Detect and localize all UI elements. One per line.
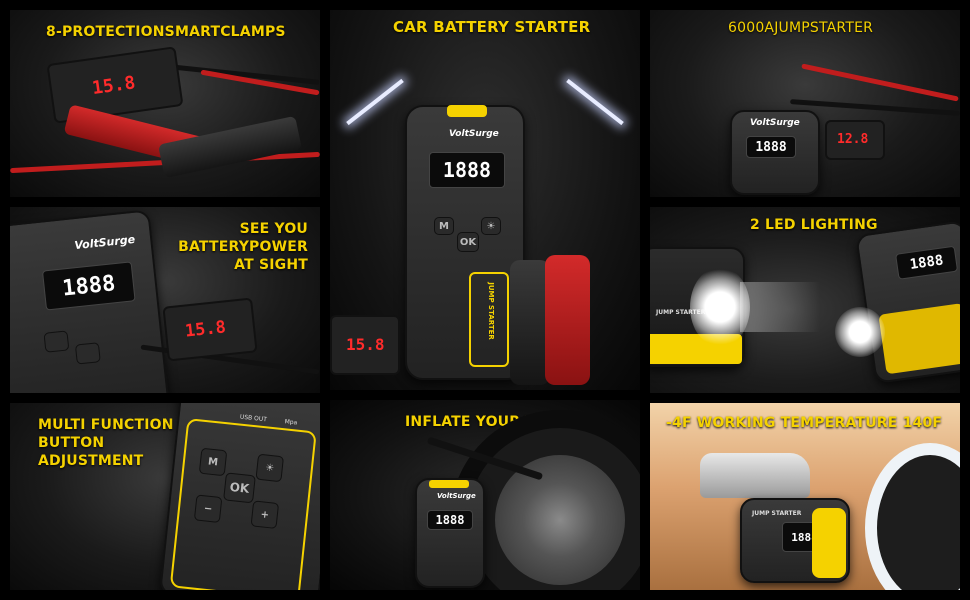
starter-voltmeter-reading: 15.8 <box>346 335 385 354</box>
jump-caption: 6000AJUMPSTARTER <box>728 20 874 36</box>
protection-caption: 8-PROTECTIONSMARTCLAMPS <box>46 24 286 40</box>
led-beam-left <box>740 282 820 332</box>
inflate-tires-panel: INFLATE YOUR TIRES VoltSurge 1888 <box>330 400 640 590</box>
device-button-ok[interactable]: OK <box>457 232 479 252</box>
temperature-device: JUMP STARTER 1888 <box>740 498 850 583</box>
battery-button-1[interactable] <box>43 330 70 353</box>
jump-display: 1888 <box>746 136 796 158</box>
jump-voltmeter: 12.8 <box>825 120 885 160</box>
temperature-yellow-side <box>812 508 846 578</box>
multi-caption-line3: ADJUSTMENT <box>38 453 144 469</box>
battery-caption-line2: BATTERYPOWER <box>178 239 308 255</box>
led-caption: 2 LED LIGHTING <box>750 217 878 233</box>
light-bar-left <box>346 78 404 126</box>
multi-device: USB OUT Mpa M ☀ OK − + <box>158 403 320 590</box>
led-right-display: 1888 <box>895 245 959 280</box>
jump-brand-logo: VoltSurge <box>750 118 800 128</box>
starter-black-clamp <box>510 260 550 385</box>
led-right-yellow <box>878 303 960 375</box>
voltmeter-reading: 15.8 <box>90 72 137 100</box>
inflate-device: VoltSurge 1888 <box>415 478 485 588</box>
battery-display: 1888 <box>41 261 136 311</box>
starter-caption: CAR BATTERY STARTER <box>393 18 591 36</box>
clamp-voltmeter: 15.8 <box>46 46 184 124</box>
device-display: 1888 <box>429 152 505 188</box>
device-button-m[interactable]: M <box>434 217 454 235</box>
jump-voltmeter-reading: 12.8 <box>837 132 869 147</box>
led-lamp-left <box>690 267 750 347</box>
inflate-brand-logo: VoltSurge <box>437 492 476 500</box>
multi-caption-line1: MULTI FUNCTION <box>38 417 174 433</box>
jump-starter-6000a-panel: 6000AJUMPSTARTER VoltSurge 1888 12.8 <box>650 10 960 197</box>
battery-button-2[interactable] <box>74 342 101 365</box>
black-clamp <box>157 115 303 179</box>
brand-logo: VoltSurge <box>449 129 499 139</box>
device-button-light[interactable]: ☀ <box>481 217 501 235</box>
light-bar-right <box>566 78 624 126</box>
battery-brand-logo: VoltSurge <box>73 232 136 253</box>
led-side-label: JUMP STARTER <box>656 309 706 316</box>
device-side-label: JUMP STARTER <box>486 282 495 340</box>
snow-tire <box>865 443 960 590</box>
tire-rim <box>495 455 625 585</box>
inflate-yellow-top <box>429 480 469 488</box>
multi-function-panel: MULTI FUNCTION BUTTON ADJUSTMENT USB OUT… <box>10 403 320 590</box>
jump-red-cable <box>801 63 959 102</box>
multi-yellow-trim <box>169 418 317 590</box>
inflate-display: 1888 <box>427 510 473 530</box>
multi-caption-line2: BUTTON <box>38 435 105 451</box>
protection-clamps-panel: 8-PROTECTIONSMARTCLAMPS 15.8 <box>10 10 320 197</box>
temperature-caption: -4F WORKING TEMPERATURE 140F <box>666 415 943 431</box>
device-yellow-trim <box>447 105 487 117</box>
led-lighting-panel: 2 LED LIGHTING JUMP STARTER 1888 <box>650 207 960 393</box>
battery-voltmeter-reading: 15.8 <box>184 317 227 342</box>
battery-voltmeter: 15.8 <box>162 297 258 362</box>
battery-power-panel: SEE YOU BATTERYPOWER AT SIGHT VoltSurge … <box>10 207 320 393</box>
multi-mode-label-1: USB OUT <box>239 413 268 424</box>
device-side-stripe <box>469 272 509 367</box>
car-battery-starter-panel: CAR BATTERY STARTER VoltSurge 1888 M OK … <box>330 10 640 390</box>
battery-caption-line1: SEE YOU <box>239 221 308 237</box>
led-lamp-right <box>835 307 885 357</box>
temperature-panel: -4F WORKING TEMPERATURE 140F JUMP STARTE… <box>650 403 960 590</box>
multi-mode-label-2: Mpa <box>284 418 298 427</box>
battery-device: VoltSurge 1888 <box>10 209 171 393</box>
starter-voltmeter: 15.8 <box>330 315 400 375</box>
suv-vehicle <box>700 453 810 498</box>
jump-starter-device: VoltSurge 1888 M OK ☀ JUMP STARTER <box>405 105 525 380</box>
temperature-side-label: JUMP STARTER <box>752 510 802 517</box>
led-device-right: 1888 <box>855 220 960 384</box>
starter-red-clamp <box>545 255 590 385</box>
battery-caption-line3: AT SIGHT <box>234 257 308 273</box>
jump-device: VoltSurge 1888 <box>730 110 820 195</box>
